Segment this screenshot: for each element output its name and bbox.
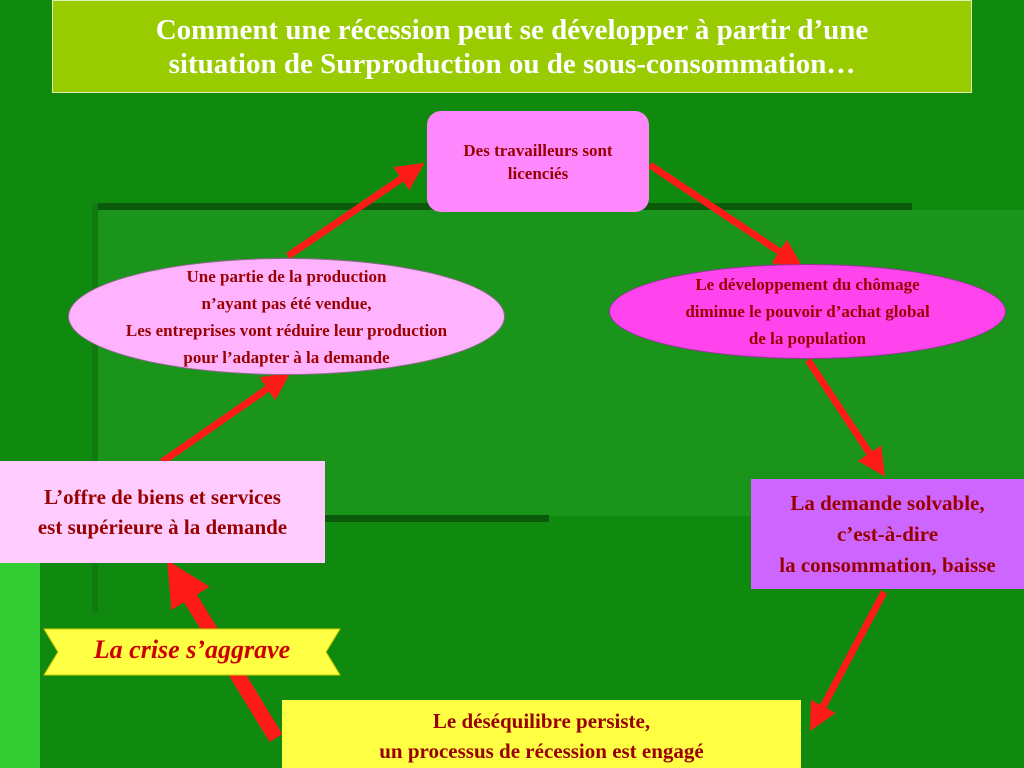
crise-banner-shape — [43, 628, 341, 676]
node-text-line: c’est-à-dire — [836, 521, 939, 546]
node-text-line: licenciés — [507, 163, 569, 183]
node-demande-baisse: La demande solvable, c’est-à-dire la con… — [751, 479, 1024, 589]
node-text-line: n’ayant pas été vendue, — [201, 293, 372, 313]
node-travailleurs-licencies: Des travailleurs sont licenciés — [427, 111, 649, 212]
node-text-line: la consommation, baisse — [779, 552, 996, 577]
node-text-line: Des travailleurs sont — [463, 140, 613, 160]
arrow-demande-to-desequilibre — [810, 590, 888, 732]
node-text-line: La demande solvable, — [790, 490, 985, 515]
title-line-1: Comment une récession peut se développer… — [155, 14, 869, 46]
background-inner-edge — [92, 203, 98, 613]
node-text-line: Les entreprises vont réduire leur produc… — [125, 320, 448, 340]
node-text-line: Une partie de la production — [186, 266, 387, 286]
node-text-line: un processus de récession est engagé — [379, 739, 704, 763]
node-text-line: est supérieure à la demande — [37, 515, 288, 539]
node-text-line: pour l’adapter à la demande — [183, 347, 390, 367]
node-text-line: de la population — [748, 329, 867, 348]
crise-banner-text: La crise s’aggrave — [93, 635, 291, 664]
arrow-offre-to-production — [160, 372, 291, 465]
node-text-line: Le développement du chômage — [695, 275, 920, 294]
arrow-production-to-licencies — [286, 162, 425, 259]
node-text-line: L’offre de biens et services — [44, 485, 281, 509]
background-left-strip — [0, 560, 40, 768]
node-developpement-chomage: Le développement du chômage diminue le p… — [609, 264, 1006, 359]
title-line-2: situation de Surproduction ou de sous-co… — [168, 48, 856, 80]
node-production-reduite: Une partie de la production n’ayant pas … — [68, 258, 505, 375]
node-text-line: diminue le pouvoir d’achat global — [685, 302, 930, 321]
node-offre-superieure: L’offre de biens et services est supérie… — [0, 461, 325, 563]
slide-title: Comment une récession peut se développer… — [52, 0, 972, 93]
node-desequilibre-persiste: Le déséquilibre persiste, un processus d… — [282, 700, 801, 768]
background-mid-band — [325, 515, 549, 522]
arrow-chomage-to-demande — [805, 358, 885, 477]
node-text-line: Le déséquilibre persiste, — [432, 709, 651, 733]
arrow-licencies-to-chomage — [648, 162, 803, 268]
